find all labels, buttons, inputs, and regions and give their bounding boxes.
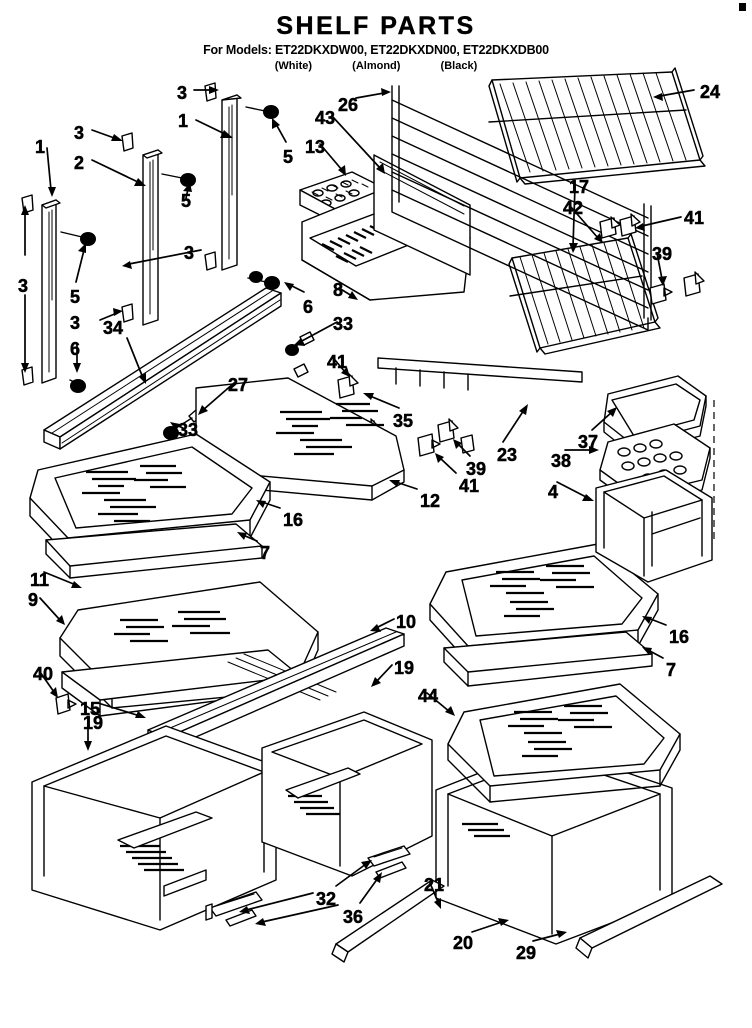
diagram-header: SHELF PARTS For Models: ET22DKXDW00, ET2… — [0, 12, 752, 72]
shelf-clip-group-right — [599, 213, 705, 305]
glass-shelf-second-art — [59, 581, 337, 717]
crisper-drawer-center-art — [261, 711, 433, 877]
callout-32[interactable]: 32 — [316, 889, 337, 909]
callout-19[interactable]: 19 — [83, 713, 104, 733]
callout-2[interactable]: 2 — [74, 153, 85, 173]
leader-lines — [21, 86, 695, 942]
callout-3[interactable]: 3 — [70, 313, 81, 333]
callout-1[interactable]: 1 — [178, 111, 189, 131]
callout-20[interactable]: 20 — [453, 933, 474, 953]
callout-29[interactable]: 29 — [516, 943, 537, 963]
egg-tray-assembly-art — [595, 375, 715, 583]
callout-11[interactable]: 11 — [30, 570, 50, 590]
shelf-trim-strip-art — [195, 377, 405, 501]
color-label-white: (White) — [274, 59, 313, 72]
callout-3[interactable]: 3 — [184, 243, 195, 263]
callout-42[interactable]: 42 — [563, 198, 584, 218]
callout-26[interactable]: 26 — [338, 95, 359, 115]
callout-5[interactable]: 5 — [181, 191, 192, 211]
callout-3[interactable]: 3 — [18, 276, 29, 296]
drawer-stop-clip-art — [55, 693, 77, 715]
color-label-almond: (Almond) — [352, 59, 401, 72]
callout-41[interactable]: 41 — [459, 476, 480, 496]
glass-shelf-left-art — [29, 433, 271, 579]
callout-7[interactable]: 7 — [260, 543, 271, 563]
callout-8[interactable]: 8 — [333, 280, 344, 300]
callout-27[interactable]: 27 — [228, 375, 249, 395]
callout-10[interactable]: 10 — [396, 612, 417, 632]
callout-4[interactable]: 4 — [548, 482, 559, 502]
registration-mark — [739, 3, 746, 11]
callout-41[interactable]: 41 — [684, 208, 705, 228]
callout-23[interactable]: 23 — [497, 445, 518, 465]
callout-19[interactable]: 19 — [394, 658, 415, 678]
callout-15[interactable]: 15 — [80, 699, 101, 719]
callout-3[interactable]: 3 — [177, 83, 188, 103]
callout-1[interactable]: 1 — [35, 137, 46, 157]
callout-9[interactable]: 9 — [28, 590, 39, 610]
callout-6[interactable]: 6 — [303, 297, 314, 317]
callout-43[interactable]: 43 — [315, 108, 336, 128]
callout-33[interactable]: 33 — [333, 314, 354, 334]
callout-7[interactable]: 7 — [666, 660, 677, 680]
callout-37[interactable]: 37 — [578, 432, 599, 452]
shelf-clip-group-mid — [337, 373, 475, 457]
callout-41[interactable]: 41 — [327, 352, 348, 372]
callout-33[interactable]: 33 — [178, 420, 199, 440]
rail-screw-group — [60, 105, 280, 393]
callout-36[interactable]: 36 — [343, 907, 364, 927]
callout-35[interactable]: 35 — [393, 411, 414, 431]
callout-21[interactable]: 21 — [424, 875, 445, 895]
callout-6[interactable]: 6 — [70, 339, 81, 359]
ladder-clip-group — [21, 82, 217, 386]
wire-shelf-lower-art — [377, 233, 661, 391]
glass-shelf-right-upper-art — [429, 543, 659, 687]
callout-16[interactable]: 16 — [283, 510, 304, 530]
bar-parts-art — [331, 875, 723, 963]
drawer-rail-art — [147, 627, 405, 751]
callout-5[interactable]: 5 — [283, 147, 294, 167]
callout-13[interactable]: 13 — [305, 137, 326, 157]
full-width-wire-shelf-art — [488, 67, 706, 185]
callout-38[interactable]: 38 — [551, 451, 572, 471]
shelf-front-rail-trim-art — [43, 287, 282, 450]
callout-39[interactable]: 39 — [466, 459, 487, 479]
shelf-ladder-rails-group — [41, 94, 242, 384]
callout-17[interactable]: 17 — [569, 177, 590, 197]
callout-39[interactable]: 39 — [652, 244, 673, 264]
callout-24[interactable]: 24 — [700, 82, 721, 102]
callout-12[interactable]: 12 — [420, 491, 441, 511]
callout-3[interactable]: 3 — [74, 123, 85, 143]
callout-5[interactable]: 5 — [70, 287, 81, 307]
crisper-drawer-left-art — [31, 725, 277, 931]
color-legend: (White) (Almond) (Black) — [0, 59, 752, 72]
callout-34[interactable]: 34 — [103, 318, 124, 338]
callout-44[interactable]: 44 — [418, 686, 439, 706]
model-list: For Models: ET22DKXDW00, ET22DKXDN00, ET… — [203, 43, 549, 57]
color-label-black: (Black) — [440, 59, 478, 72]
glass-shelf-right-lower-art — [447, 683, 681, 803]
callout-16[interactable]: 16 — [669, 627, 690, 647]
callout-40[interactable]: 40 — [33, 664, 54, 684]
page-title: SHELF PARTS — [276, 12, 476, 40]
